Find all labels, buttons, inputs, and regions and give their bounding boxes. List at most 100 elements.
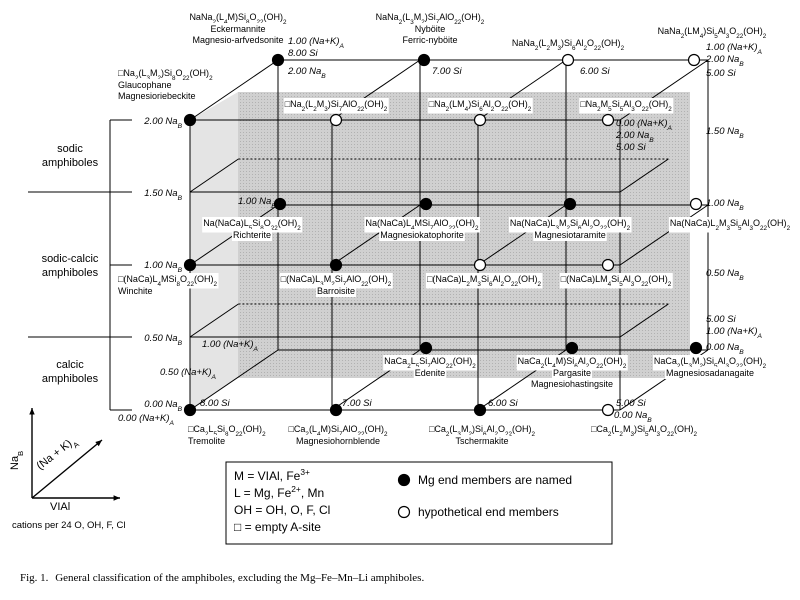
formula-background xyxy=(279,273,393,289)
axis-label-nab: 2.00 NaB xyxy=(705,54,744,68)
axis-label-si: 5.00 Si xyxy=(616,142,646,153)
mineral-name-magnesiohastingsite: Magnesiohastingsite xyxy=(531,379,613,389)
formula-background xyxy=(427,423,537,439)
mineral-formula: □Na2(LM4)Si6Al2O22(OH)2 xyxy=(429,99,532,113)
axis-indicator-al: VIAl xyxy=(50,501,70,513)
formula-background xyxy=(364,217,481,233)
axis-label-nab: 0.00 NaB xyxy=(614,410,652,424)
formula-background xyxy=(425,273,543,289)
axis-indicator-nak: (Na + K)A xyxy=(34,434,81,475)
mineral-formula: □(NaCa)L2M3Si6Al2O22(OH)2 xyxy=(427,274,542,288)
mineral-name-tschermakite: Tschermakite xyxy=(455,436,508,446)
name-background xyxy=(117,285,154,297)
axis-label-si: 8.00 Si xyxy=(288,48,318,59)
mineral-formula: NaCa2(L3M2)Si5Al3O22(OH)2 xyxy=(654,356,767,370)
mineral-point-eckermannite xyxy=(271,53,285,67)
mineral-name-barroisite: Barroisite xyxy=(317,286,355,296)
name-background xyxy=(413,23,447,35)
axis-label-nak: 1.00 (Na+K)A xyxy=(706,42,763,56)
mineral-point-tremolite xyxy=(183,403,197,417)
mineral-name-edenite: Edenite xyxy=(415,368,446,378)
axis-arrow-nab-head xyxy=(29,408,35,415)
legend-box xyxy=(225,461,613,545)
axis-label-si: 6.00 Si xyxy=(580,66,610,77)
formula-background xyxy=(188,11,289,27)
shaded-plane-side xyxy=(190,92,238,410)
axis-label-nab: 2.00 NaB xyxy=(615,130,654,144)
hypothetical-point-sc-empty-d xyxy=(601,258,615,272)
formula-background xyxy=(187,423,268,439)
caption-label: Fig. 1. xyxy=(20,572,49,584)
name-background xyxy=(529,378,615,390)
name-background xyxy=(231,229,273,241)
axis-label-nak: 0.00 (Na+K)A xyxy=(118,413,175,427)
axis-label-nak: 1.00 (Na+K)A xyxy=(706,326,763,340)
figure-caption: Fig. 1. General classification of the am… xyxy=(0,572,800,584)
mineral-formula: Na(NaCa)L5Si8O22(OH)2 xyxy=(203,218,301,232)
mineral-formula: □Ca2(L4M)Si7AlO22(OH)2 xyxy=(288,424,388,438)
half-level-side xyxy=(189,158,239,193)
mineral-formula: □Ca2(L2M3)Si5Al3O22(OH)2 xyxy=(591,424,698,438)
mineral-point-hornblende xyxy=(329,403,343,417)
mineral-name-magnesio-arfvedsonite: Magnesio-arfvedsonite xyxy=(192,35,283,45)
mineral-formula: □(NaCa)L3M2Si7AlO22(OH)2 xyxy=(281,274,392,288)
mineral-point-tschermakite xyxy=(473,403,487,417)
formula-background xyxy=(117,273,219,289)
mineral-point-nyboite xyxy=(417,53,431,67)
name-background xyxy=(551,367,593,379)
formula-background xyxy=(283,98,389,114)
hypothetical-point-sc-hyp-right xyxy=(689,197,703,211)
axis-arrow-nak-head xyxy=(95,440,102,447)
axis-label-nab: 0.00 NaB xyxy=(144,399,182,413)
formula-background xyxy=(202,217,303,233)
mineral-formula: Na(NaCa)L4MSi7AlO22(OH)2 xyxy=(365,218,479,232)
mineral-formula: NaNa2(L2M3)Si6Al2O22(OH)2 xyxy=(512,38,625,52)
axis-label-nak: 0.50 (Na+K)A xyxy=(160,367,217,381)
mineral-formula: NaNa2(L3M2)Si7AlO22(OH)2 xyxy=(376,12,485,26)
axis-label-nab: 1.00 NaB xyxy=(144,260,182,274)
mineral-name-glaucophane: Glaucophane xyxy=(118,80,172,90)
formula-background xyxy=(374,11,486,27)
mineral-point-taramite xyxy=(563,197,577,211)
name-background xyxy=(117,79,173,91)
mineral-point-katophorite xyxy=(419,197,433,211)
formula-background xyxy=(383,355,478,371)
name-background xyxy=(533,229,607,241)
caption-text: General classification of the amphiboles… xyxy=(55,572,425,584)
mineral-formula: NaNa2(LM4)Si5Al3O22(OH)2 xyxy=(658,26,767,40)
mineral-point-pargasite xyxy=(565,341,579,355)
mineral-formula: NaCa2(L4M)Si6Al2O22(OH)2 xyxy=(518,356,627,370)
mineral-name-richterite: Richterite xyxy=(233,230,271,240)
mineral-formula: □Na2(L2M3)Si7AlO22(OH)2 xyxy=(285,99,388,113)
legend-definition: □ = empty A-site xyxy=(234,520,321,534)
mineral-name-winchite: Winchite xyxy=(118,286,153,296)
axis-label-si: 6.00 Si xyxy=(488,398,518,409)
axis-label-si: 5.00 Si xyxy=(706,314,736,325)
mineral-formula: NaNa2(L4M)Si8O22(OH)2 xyxy=(189,12,287,26)
name-background xyxy=(315,285,357,297)
mineral-point-sadanagaite xyxy=(689,341,703,355)
axis-indicator-note: cations per 24 O, OH, F, Cl xyxy=(12,520,126,531)
hypothetical-point-sodic-d xyxy=(601,113,615,127)
axis-arrow-al-head xyxy=(113,495,120,501)
hypothetical-point-calcic-hyp-right xyxy=(601,403,615,417)
mineral-formula: □(NaCa)LM4Si5Al3O22(OH)2 xyxy=(561,274,672,288)
formula-background xyxy=(516,355,628,371)
mineral-name-magnesiokatophorite: Magnesiokatophorite xyxy=(380,230,464,240)
mineral-name-ferric-nyb-ite: Ferric-nyböite xyxy=(402,35,457,45)
hypothetical-point-sodic-b xyxy=(329,113,343,127)
mineral-name-magnesioriebeckite: Magnesioriebeckite xyxy=(118,91,196,101)
formula-background xyxy=(427,98,533,114)
hypothetical-point-sodic-c xyxy=(473,113,487,127)
axis-label-nab: 0.50 NaB xyxy=(706,268,744,282)
group-label-sodic-calcic: sodic-calcic xyxy=(42,253,99,265)
depth-line xyxy=(331,204,421,266)
mineral-name-magnesiohornblende: Magnesiohornblende xyxy=(296,436,380,446)
mineral-formula: □Na2(L3M2)Si8O22(OH)2 xyxy=(118,68,213,82)
axis-label-nab: 0.00 NaB xyxy=(706,342,744,356)
axis-label-nak: 0.00 (Na+K)A xyxy=(616,118,673,132)
axis-arrow-nak xyxy=(31,439,103,499)
axis-label-nab: 1.50 NaB xyxy=(144,188,182,202)
formula-background xyxy=(579,98,674,114)
legend-filled-dot xyxy=(397,473,411,487)
